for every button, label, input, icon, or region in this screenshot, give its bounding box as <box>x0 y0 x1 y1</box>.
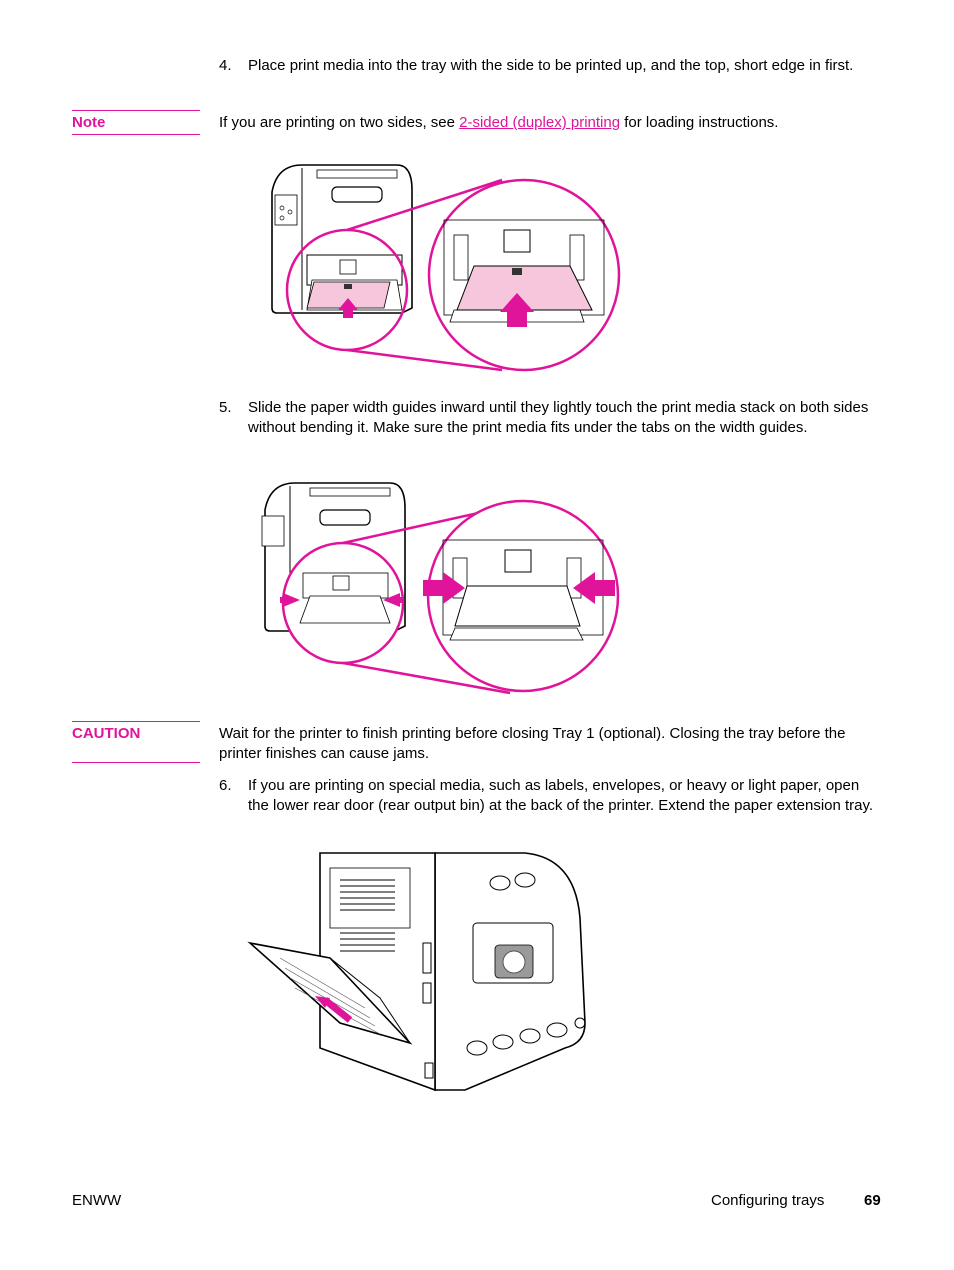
note-rule-bottom <box>72 134 200 135</box>
footer-left: ENWW <box>72 1192 122 1209</box>
caution-text: Wait for the printer to finish printing … <box>219 725 846 762</box>
caution-rule-bottom <box>72 762 200 763</box>
note-text-before: If you are printing on two sides, see <box>219 114 460 131</box>
note-text-after: for loading instructions. <box>620 114 779 131</box>
note-rule-top <box>72 110 200 111</box>
step-number: 4. <box>219 57 232 74</box>
step-text: If you are printing on special media, su… <box>248 777 874 814</box>
step-number: 6. <box>219 777 232 794</box>
figure-rear-door <box>247 852 586 1092</box>
note-label: Note <box>72 114 106 131</box>
figure-load-media <box>271 164 621 372</box>
note-text: If you are printing on two sides, see 2-… <box>219 113 874 133</box>
figure-slide-guides <box>261 482 620 695</box>
step-text: Place print media into the tray with the… <box>248 57 854 74</box>
page-number: 69 <box>864 1192 881 1209</box>
step-text: Slide the paper width guides inward unti… <box>248 399 869 436</box>
caution-label: CAUTION <box>72 725 141 742</box>
caution-rule-top <box>72 721 200 722</box>
step-number: 5. <box>219 399 232 416</box>
footer-section: Configuring trays <box>711 1192 825 1209</box>
duplex-printing-link[interactable]: 2-sided (duplex) printing <box>459 114 621 131</box>
